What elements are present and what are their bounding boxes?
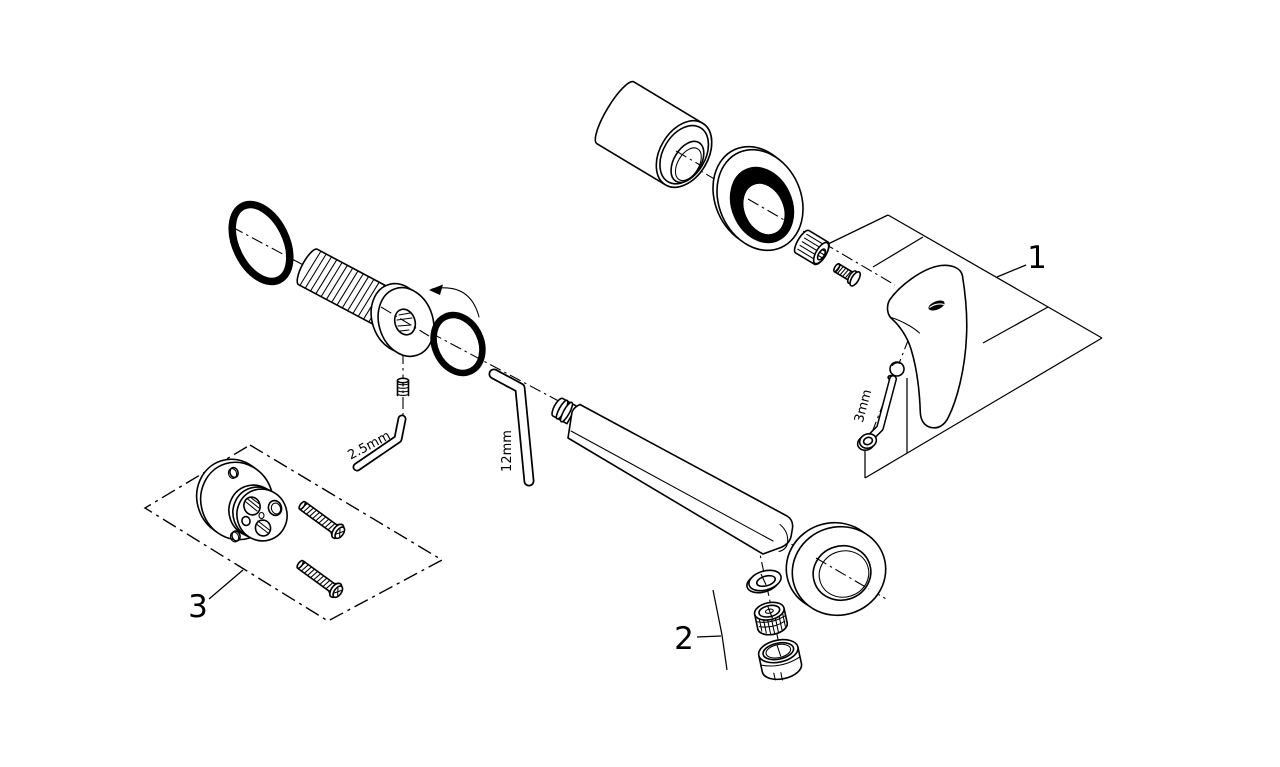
fixing-screw-lower: [296, 559, 344, 599]
spout-washer: [746, 569, 782, 594]
callout-3-label: 3: [188, 589, 208, 625]
spout-connector: [551, 397, 578, 425]
aerator-insert: [753, 601, 789, 636]
callout-1-label: 1: [1027, 240, 1047, 276]
o-ring-small: [430, 311, 486, 377]
axis-overlay-washer: [760, 573, 769, 590]
group-1-boundary: [825, 214, 1103, 479]
callout-2-label: 2: [674, 621, 694, 657]
axis-overlay-spout-ring: [815, 557, 870, 590]
spout-escutcheon-ring: [785, 521, 887, 617]
boundary-line: [982, 306, 1049, 344]
axis-overlay-sleeve-bore: [675, 150, 701, 166]
callout-1-leader: [996, 264, 1027, 278]
cartridge-adapter: [793, 229, 830, 266]
lever-handle: [886, 264, 968, 429]
mounting-plate: [195, 458, 288, 543]
axis-overlay-flange: [380, 306, 430, 337]
tool-size-12mm: 12mm: [500, 430, 515, 472]
boundary-line: [887, 214, 1103, 339]
axis-aerator: [756, 539, 784, 664]
axis-overlay-escutcheon: [747, 198, 787, 222]
mounting-plate-boss: [228, 484, 288, 542]
axis-overlay-insert: [767, 606, 775, 623]
wall-union-flange: [370, 282, 435, 358]
callout-2-bracket: [712, 589, 728, 671]
adapter-screw: [833, 263, 862, 287]
boundary-line: [872, 236, 924, 268]
grohe-logo: [928, 300, 945, 311]
handle-sleeve: [594, 80, 713, 189]
group-3-boundary: 3: [143, 444, 444, 625]
spout: [567, 403, 794, 555]
boundary-line: [825, 214, 889, 246]
axis-overlay-housing: [776, 644, 782, 658]
handle-escutcheon-ring: [712, 145, 804, 252]
callout-2-leader: [696, 635, 722, 638]
handle-nut: [856, 433, 878, 451]
fixing-screw-upper: [298, 500, 346, 540]
rotation-arrow: [429, 284, 480, 318]
callout-2: 2: [674, 589, 728, 671]
boundary-line: [864, 337, 1103, 479]
hex-key-12mm: 12mm: [488, 368, 535, 487]
grub-screw: [396, 377, 410, 397]
aerator-housing: [757, 638, 803, 681]
o-ring-large: [228, 200, 294, 286]
rotation-arrowhead: [429, 284, 443, 295]
callout-3-leader: [208, 569, 244, 600]
